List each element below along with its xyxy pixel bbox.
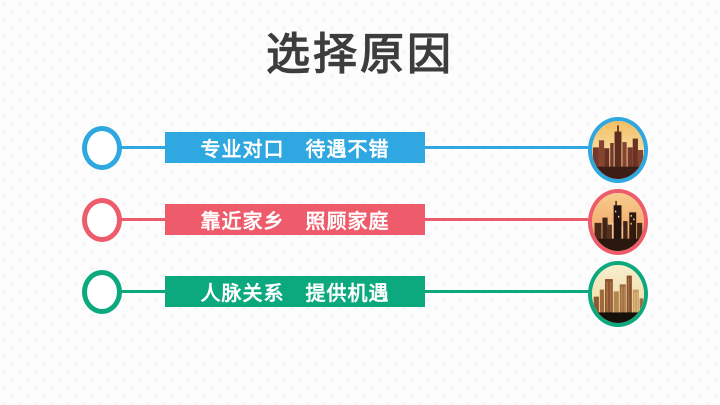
slide-title: 选择原因 <box>266 30 454 79</box>
city-skyline-illustration <box>592 193 644 251</box>
city-skyline-dawn-photo <box>588 261 648 327</box>
bullet-circle <box>82 126 122 170</box>
connector-line-right <box>425 218 591 221</box>
reason-label-bar: 人脉关系 提供机遇 <box>165 276 425 307</box>
connector-line-left <box>119 290 166 293</box>
reason-label: 靠近家乡 照顾家庭 <box>200 211 390 233</box>
city-skyline-illustration <box>592 265 644 323</box>
bullet-circle <box>82 270 122 314</box>
connector-line-right <box>425 146 591 149</box>
connector-line-right <box>425 290 591 293</box>
city-skyline-sunset-photo <box>588 117 648 183</box>
reason-label-bar: 靠近家乡 照顾家庭 <box>165 204 425 235</box>
connector-line-left <box>119 146 166 149</box>
city-skyline-dusk-photo <box>588 189 648 255</box>
city-skyline-illustration <box>592 121 644 179</box>
connector-line-left <box>119 218 166 221</box>
reason-label: 人脉关系 提供机遇 <box>200 283 390 305</box>
reason-label-bar: 专业对口 待遇不错 <box>165 132 425 163</box>
bullet-circle <box>82 198 122 242</box>
reason-label: 专业对口 待遇不错 <box>200 139 390 161</box>
